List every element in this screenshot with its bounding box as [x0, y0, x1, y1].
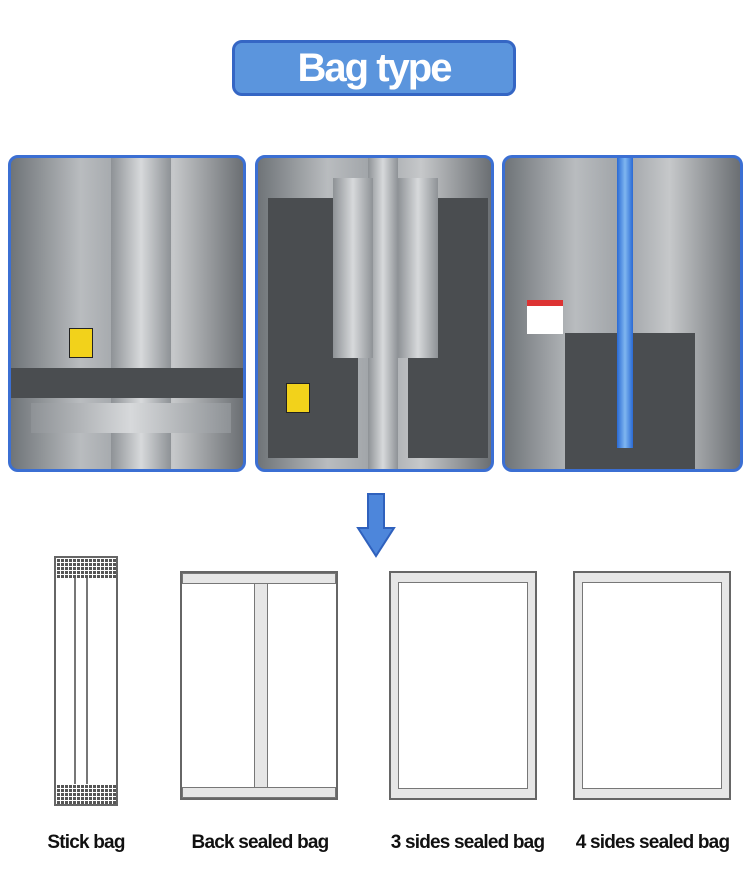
four-sides-sealed-bag-diagram [573, 571, 731, 800]
stick-bag-diagram [54, 556, 118, 806]
machine-photo-1 [8, 155, 246, 472]
page-title: Bag type [232, 40, 516, 96]
stick-bag-label: Stick bag [47, 832, 125, 853]
three-sides-sealed-bag-diagram [389, 571, 537, 800]
machine-photo-3 [502, 155, 743, 472]
arrow-down-icon [356, 493, 396, 558]
back-sealed-bag-label: Back sealed bag [191, 832, 330, 853]
machine-photo-2 [255, 155, 494, 472]
four-sides-sealed-bag-label: 4 sides sealed bag [575, 832, 730, 853]
three-sides-sealed-bag-label: 3 sides sealed bag [390, 832, 545, 853]
back-sealed-bag-diagram [180, 571, 338, 800]
